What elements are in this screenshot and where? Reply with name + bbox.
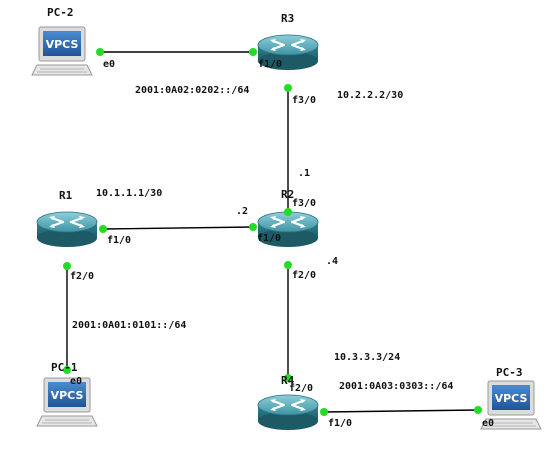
device-name-r2: R2 xyxy=(281,188,294,201)
pc3-screen-text: VPCS xyxy=(495,392,528,405)
port-dot-r2-f30 xyxy=(284,208,292,216)
router-r4[interactable] xyxy=(256,393,320,432)
network-label-ipv6-r3-pc2: 2001:0A02:0202::/64 xyxy=(135,85,249,96)
host-octet-r2-f30: .1 xyxy=(298,168,310,179)
pc-2[interactable]: VPCS xyxy=(31,26,93,76)
port-label-r3-f10: f1/0 xyxy=(258,59,282,70)
router-r1[interactable] xyxy=(35,210,99,249)
network-label-ipv6-r1-pc1: 2001:0A01:0101::/64 xyxy=(72,320,186,331)
network-label-ipv4-r2-r4: 10.3.3.3/24 xyxy=(334,352,400,363)
host-octet-r2-f20: .4 xyxy=(326,256,338,267)
network-label-ipv6-r4-pc3: 2001:0A03:0303::/64 xyxy=(339,381,453,392)
port-label-r4-f20: f2/0 xyxy=(289,383,313,394)
port-label-pc1-e0: e0 xyxy=(70,376,82,387)
network-label-ipv4-r1-r2: 10.1.1.1/30 xyxy=(96,188,162,199)
pc-3[interactable]: VPCS xyxy=(480,380,542,430)
port-dot-r2-f20 xyxy=(284,261,292,269)
port-dot-pc1-e0 xyxy=(63,366,71,374)
pc1-screen-text: VPCS xyxy=(51,389,84,402)
port-label-r4-f10: f1/0 xyxy=(328,418,352,429)
port-dot-r3-f30 xyxy=(284,84,292,92)
port-label-r1-f10: f1/0 xyxy=(107,235,131,246)
pc2-screen-text: VPCS xyxy=(46,38,79,51)
port-label-r1-f20: f2/0 xyxy=(70,271,94,282)
port-label-r2-f10: f1/0 xyxy=(257,233,281,244)
port-dot-r2-f10 xyxy=(249,223,257,231)
link-r1-r2 xyxy=(102,226,254,230)
port-label-r3-f30: f3/0 xyxy=(292,95,316,106)
pc-1[interactable]: VPCS xyxy=(36,377,98,427)
port-dot-r4-f10 xyxy=(320,408,328,416)
port-dot-pc2-e0 xyxy=(96,48,104,56)
device-name-r4: R4 xyxy=(281,374,295,387)
device-name-pc3: PC-3 xyxy=(496,366,523,379)
port-dot-r1-f20 xyxy=(63,262,71,270)
link-r4-pc3 xyxy=(323,409,479,413)
device-name-r3: R3 xyxy=(281,12,294,25)
port-label-pc2-e0: e0 xyxy=(103,59,115,70)
port-dot-r1-f10 xyxy=(99,225,107,233)
network-label-ipv4-r2-r3: 10.2.2.2/30 xyxy=(337,90,403,101)
port-dot-r4-f20 xyxy=(284,374,292,382)
host-octet-r2-f10: .2 xyxy=(236,206,248,217)
device-name-pc1: PC-1 xyxy=(51,361,78,374)
device-name-r1: R1 xyxy=(59,189,73,202)
port-dot-r3-f10 xyxy=(249,48,257,56)
port-label-pc3-e0: e0 xyxy=(482,418,494,429)
port-dots xyxy=(63,48,482,416)
links xyxy=(66,51,479,413)
port-label-r2-f30: f3/0 xyxy=(292,198,316,209)
port-dot-pc3-e0 xyxy=(474,406,482,414)
port-label-r2-f20: f2/0 xyxy=(292,270,316,281)
device-name-pc2: PC-2 xyxy=(47,6,74,19)
